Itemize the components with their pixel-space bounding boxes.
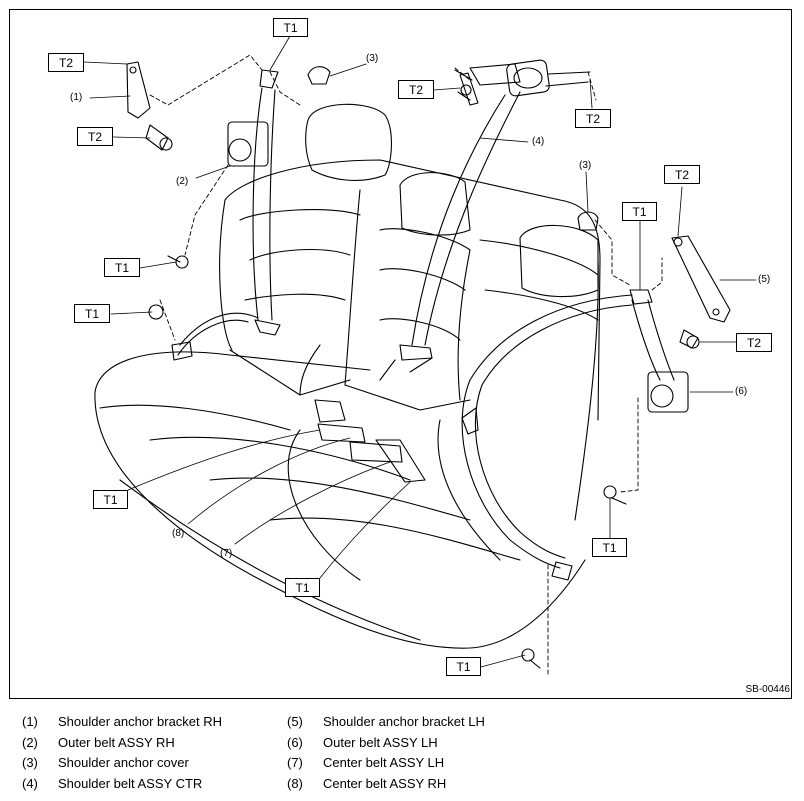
torque-tag-t1: T1 [592, 538, 627, 557]
torque-tag-t1: T1 [446, 657, 481, 676]
legend-item: (6) Outer belt ASSY LH [287, 733, 438, 753]
diagram-frame [9, 9, 792, 699]
legend-num: (6) [287, 735, 303, 750]
legend-num: (8) [287, 776, 303, 791]
callout-4: (4) [532, 136, 545, 147]
torque-tag-t2: T2 [77, 127, 113, 146]
torque-tag-t1: T1 [93, 490, 128, 509]
callout-3: (3) [366, 53, 379, 64]
legend-item: (2) Outer belt ASSY RH [22, 733, 175, 753]
legend-num: (1) [22, 714, 38, 729]
lh-outer-belt [461, 235, 731, 581]
torque-tag-t1: T1 [104, 258, 140, 277]
torque-tag-t2: T2 [664, 165, 700, 184]
headrests [305, 103, 599, 298]
callout-1: (1) [70, 92, 83, 103]
legend-text: Center belt ASSY LH [323, 755, 445, 770]
seat-back [219, 159, 601, 521]
legend-num: (2) [22, 735, 38, 750]
legend-item: (7) Center belt ASSY LH [287, 753, 444, 773]
callout-3: (3) [579, 160, 592, 171]
alignment-lines [149, 54, 663, 676]
legend-text: Outer belt ASSY RH [58, 735, 175, 750]
torque-tag-t2: T2 [736, 333, 772, 352]
legend-item: (3) Shoulder anchor cover [22, 753, 189, 773]
callout-6: (6) [735, 386, 748, 397]
torque-tag-t1: T1 [273, 18, 308, 37]
legend-item: (1) Shoulder anchor bracket RH [22, 712, 222, 732]
torque-tag-t1: T1 [74, 304, 110, 323]
torque-tag-t1: T1 [285, 578, 320, 597]
legend-item: (8) Center belt ASSY RH [287, 774, 446, 794]
anchor-covers [307, 66, 599, 231]
callout-7: (7) [220, 548, 233, 559]
legend-num: (3) [22, 755, 38, 770]
legend-text: Outer belt ASSY LH [323, 735, 438, 750]
legend-item: (5) Shoulder anchor bracket LH [287, 712, 485, 732]
legend-item: (4) Shoulder belt ASSY CTR [22, 774, 202, 794]
callout-5: (5) [758, 274, 771, 285]
legend-num: (5) [287, 714, 303, 729]
legend-text: Center belt ASSY RH [323, 776, 447, 791]
figure-code: SB-00446 [745, 684, 790, 695]
legend-text: Shoulder belt ASSY CTR [58, 776, 203, 791]
legend-text: Shoulder anchor bracket RH [58, 714, 223, 729]
rh-outer-belt [126, 61, 281, 361]
torque-tag-t1: T1 [622, 202, 657, 221]
callout-8: (8) [172, 528, 185, 539]
legend-text: Shoulder anchor cover [58, 755, 189, 770]
legend-text: Shoulder anchor bracket LH [323, 714, 485, 729]
leader-lines [83, 35, 757, 668]
callout-2: (2) [176, 176, 189, 187]
torque-tag-t2: T2 [48, 53, 84, 72]
seat-cushion [94, 351, 586, 649]
center-shoulder-belt [379, 59, 591, 381]
center-buckles [314, 399, 426, 483]
legend-num: (4) [22, 776, 38, 791]
torque-tag-t2: T2 [398, 80, 434, 99]
torque-tag-t2: T2 [575, 109, 611, 128]
legend-num: (7) [287, 755, 303, 770]
